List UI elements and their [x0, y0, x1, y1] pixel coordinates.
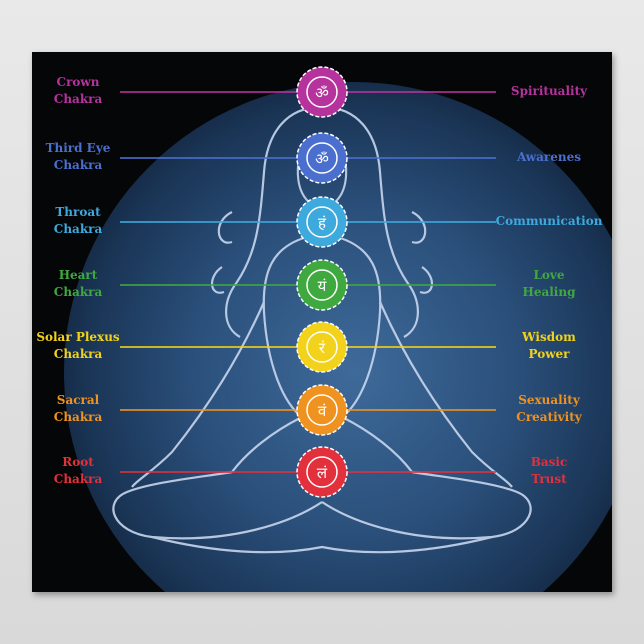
- svg-text:ॐ: ॐ: [315, 84, 329, 102]
- meaning-line: Spirituality: [510, 84, 588, 98]
- label-line: Throat: [55, 205, 101, 219]
- meaning-line: Wisdom: [522, 330, 576, 344]
- sacral-chakra-symbol: वं: [296, 384, 348, 436]
- label-line: Sacral: [56, 393, 100, 407]
- label-line: Crown: [56, 75, 100, 89]
- svg-text:हं: हं: [318, 214, 327, 232]
- label-line: Root: [62, 455, 94, 469]
- throat-meaning-label: Communication: [494, 213, 604, 230]
- label-line: Chakra: [53, 472, 103, 486]
- third-eye-chakra-symbol: ॐ: [296, 132, 348, 184]
- meditating-figure-outline: [112, 105, 532, 554]
- meaning-line: Healing: [522, 285, 576, 299]
- meaning-line: Basic: [530, 455, 568, 469]
- third-eye-meaning-label: Awarenes: [494, 149, 604, 166]
- svg-text:रं: रं: [319, 339, 326, 357]
- meditating-figure-diagram: ॐ ॐ हं यं रं वं लं: [112, 66, 532, 554]
- meaning-line: Love: [533, 268, 565, 282]
- meaning-line: Power: [528, 347, 570, 361]
- label-line: Solar Plexus: [36, 330, 120, 344]
- meaning-line: Trust: [531, 472, 567, 486]
- label-line: Third Eye: [45, 141, 111, 155]
- label-line: Chakra: [53, 158, 103, 172]
- label-line: Chakra: [53, 92, 103, 106]
- label-line: Chakra: [53, 285, 103, 299]
- meaning-line: Creativity: [516, 410, 582, 424]
- label-line: Chakra: [53, 347, 103, 361]
- meaning-line: Sexuality: [518, 393, 580, 407]
- meaning-line: Awarenes: [516, 150, 581, 164]
- throat-chakra-symbol: हं: [296, 196, 348, 248]
- crown-meaning-label: Spirituality: [494, 83, 604, 100]
- solar-plexus-chakra-symbol: रं: [296, 321, 348, 373]
- root-chakra-symbol: लं: [296, 446, 348, 498]
- svg-text:ॐ: ॐ: [315, 150, 329, 168]
- svg-text:लं: लं: [317, 464, 328, 482]
- crown-chakra-symbol: ॐ: [296, 66, 348, 118]
- label-line: Chakra: [53, 222, 103, 236]
- heart-chakra-symbol: यं: [296, 259, 348, 311]
- svg-text:यं: यं: [318, 277, 327, 295]
- meaning-line: Communication: [495, 214, 603, 228]
- label-line: Chakra: [53, 410, 103, 424]
- label-line: Heart: [58, 268, 98, 282]
- svg-text:वं: वं: [318, 402, 327, 420]
